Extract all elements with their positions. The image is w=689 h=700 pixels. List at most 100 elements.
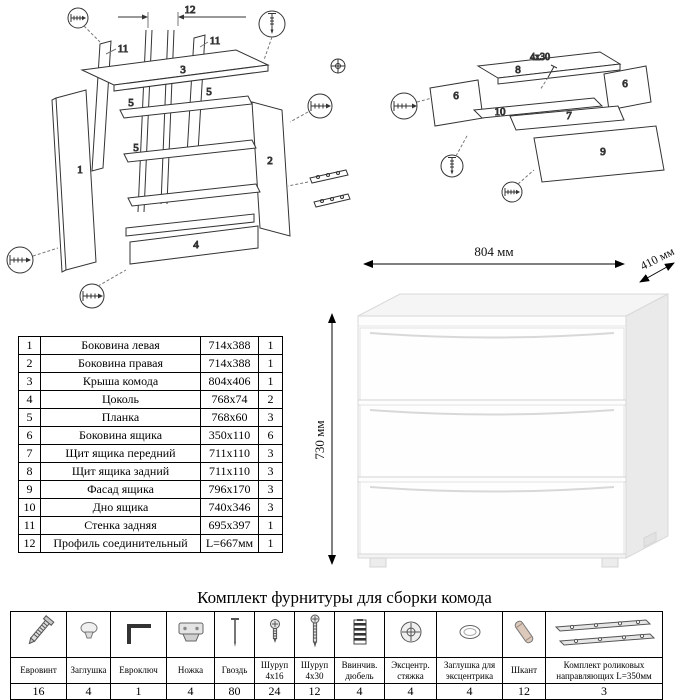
part-number: 2	[18, 354, 41, 373]
part-name: Боковина правая	[40, 354, 201, 373]
screw-size-note: 4x30	[530, 52, 550, 63]
hardware-icon-cell	[66, 611, 111, 658]
dresser-render: 804 мм 730 мм 410 мм	[314, 244, 677, 568]
dresser-legs	[369, 531, 657, 568]
cam-lock-icon	[400, 621, 421, 643]
hardware-qty: 4	[384, 683, 437, 700]
hardware-name: Ввинчив. дюбель	[334, 657, 385, 684]
part-number: 1	[18, 336, 41, 355]
cap-icon	[80, 622, 97, 639]
drawer-slides-icon	[554, 619, 656, 646]
part-name: Щит ящика задний	[40, 462, 201, 481]
hardware-qty: 4	[166, 683, 215, 700]
drawer-front-2	[359, 404, 625, 478]
screw-note-glyph	[539, 64, 558, 91]
hexkey-icon	[126, 624, 151, 644]
drawer-front-shape	[509, 105, 625, 131]
hardware-qty: 1	[110, 683, 167, 700]
width-dimension-label: 804 мм	[474, 244, 513, 259]
label-drawer-back: 8	[515, 64, 521, 76]
part-qty: 1	[258, 534, 283, 553]
hardware-qty: 16	[10, 683, 67, 700]
part-size: 740x346	[200, 498, 259, 517]
part-name: Стенка задняя	[40, 516, 201, 535]
part-qty: 1	[258, 372, 283, 391]
hardware-name: Шкант	[502, 657, 546, 684]
screw-large-icon	[310, 614, 319, 648]
part-name: Фасад ящика	[40, 480, 201, 499]
hardware-name: Ножка	[166, 657, 215, 684]
dresser-body	[357, 293, 669, 568]
hardware-name: Шуруп 4x16	[254, 657, 295, 684]
part-name: Крыша комода	[40, 372, 201, 391]
label-plinth: 4	[193, 239, 199, 251]
hardware-qty-row: 16 4 1 4 80 24 12 4 4 4 12 3	[10, 683, 663, 700]
hardware-names-row: Евровинт Заглушка Евроключ Ножка Гвоздь …	[10, 657, 663, 684]
label-slat-b: 5	[206, 86, 212, 98]
hardware-name: Шуруп 4x30	[294, 657, 335, 684]
screw-callout-long	[390, 92, 433, 120]
part-name: Боковина ящика	[40, 426, 201, 445]
connecting-profiles-shape	[137, 29, 175, 213]
hardware-table: Евровинт Заглушка Евроключ Ножка Гвоздь …	[10, 611, 663, 700]
threaded-dowel-icon	[353, 619, 366, 645]
label-drawer-front: 7	[566, 110, 572, 122]
label-slat-c: 5	[133, 142, 139, 154]
part-qty: 3	[258, 498, 283, 517]
screw-callout-lower	[501, 169, 535, 203]
part-size: 796x170	[200, 480, 259, 499]
right-panel-shape	[251, 101, 291, 237]
label-drawer-bottom: 10	[495, 106, 507, 118]
part-size: 768x74	[200, 390, 259, 409]
dimension-lines	[328, 260, 675, 565]
screw-callout-right	[289, 93, 333, 123]
hardware-qty: 4	[334, 683, 385, 700]
hardware-name: Комплект роликовых направляющих L=350мм	[545, 657, 663, 684]
drawer-side-left-shape	[429, 79, 484, 127]
part-number: 4	[18, 390, 41, 409]
profile-dimension	[118, 12, 246, 28]
label-profile: 12	[185, 4, 196, 16]
hardware-icon-cell	[110, 611, 167, 658]
part-size: L=667мм	[200, 534, 259, 553]
drawer-bottom-shape	[472, 97, 604, 119]
part-size: 714x388	[200, 336, 259, 355]
part-name: Планка	[40, 408, 201, 427]
hardware-name: Заглушка	[66, 657, 111, 684]
hardware-icons-row	[10, 611, 663, 658]
part-number: 12	[18, 534, 41, 553]
screw-small-icon	[269, 619, 280, 643]
part-number: 6	[18, 426, 41, 445]
screw-callout-top	[258, 10, 286, 61]
hardware-name: Евроключ	[110, 657, 167, 684]
label-back-left: 11	[118, 43, 129, 55]
part-qty: 3	[258, 480, 283, 499]
label-drawer-facade: 9	[600, 146, 606, 158]
hardware-icon-cell	[545, 611, 663, 658]
hardware-icon-cell	[436, 611, 503, 658]
screw-callout-mid	[440, 133, 469, 178]
part-qty: 3	[258, 444, 283, 463]
drawer-side-right-shape	[603, 65, 652, 111]
hardware-name: Евровинт	[10, 657, 67, 684]
hardware-icon-cell	[384, 611, 437, 658]
label-drawer-side-left: 6	[453, 90, 459, 102]
drawer-slide-sketch	[287, 169, 351, 208]
hardware-qty: 12	[294, 683, 335, 700]
cam-cap-icon	[459, 625, 480, 639]
part-qty: 1	[258, 336, 283, 355]
part-number: 9	[18, 480, 41, 499]
part-qty: 1	[258, 354, 283, 373]
drawer-diagram: 8 6 6 4x30 10	[390, 51, 665, 203]
part-size: 768x60	[200, 408, 259, 427]
